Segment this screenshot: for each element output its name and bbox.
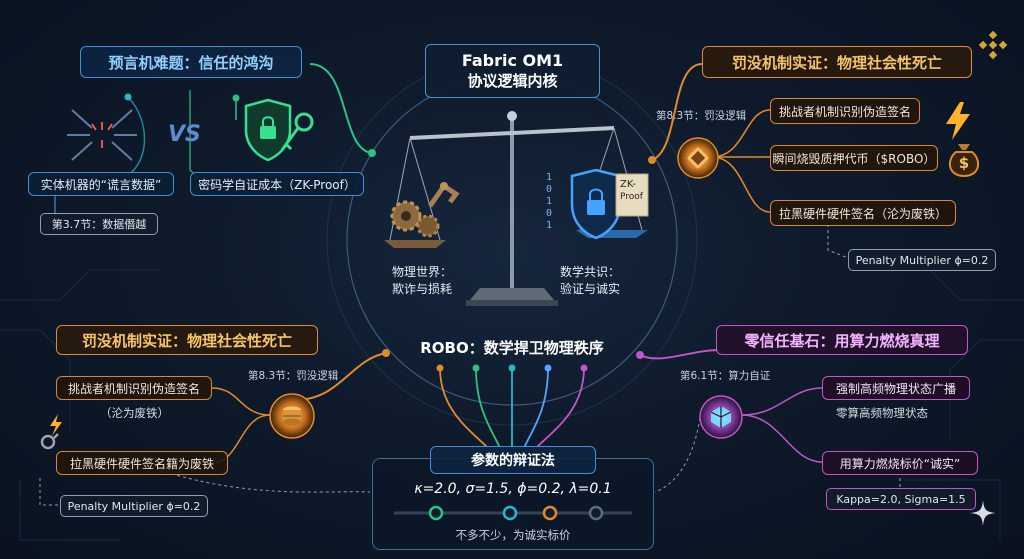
lightning-icon xyxy=(942,100,974,142)
binary-digits: 1 0 1 0 1 xyxy=(546,172,552,232)
penalty-bottom-multiplier: Penalty Multiplier ϕ=0.2 xyxy=(60,495,208,517)
zk-proof-scroll-text-1: ZK- xyxy=(620,179,636,190)
zk-proof-scroll-text-2: Proof xyxy=(620,192,643,202)
penalty-top-multiplier: Penalty Multiplier ϕ=0.2 xyxy=(848,249,996,271)
cube-chip-icon xyxy=(698,394,744,440)
params-title: 参数的辩证法 xyxy=(430,446,596,474)
scale-left-label: 物理世界： 欺诈与损耗 xyxy=(392,264,452,298)
core-title-box: Fabric OM1 协议逻辑内核 xyxy=(425,44,600,98)
zero-trust-item-2: 用算力燃烧标价“诚实” xyxy=(822,451,978,475)
zero-trust-params: Kappa=2.0, Sigma=1.5 xyxy=(826,488,976,510)
penalty-top-title: 罚没机制实证：物理社会性死亡 xyxy=(702,46,972,78)
core-title-line2: 协议逻辑内核 xyxy=(467,71,557,91)
zero-trust-title: 零信任基石：用算力燃烧真理 xyxy=(716,325,968,355)
params-caption: 不多不少，为诚实标价 xyxy=(372,527,654,543)
penalty-bottom-item-2: 拉黑硬件硬件签名籍为废铁 xyxy=(56,451,228,475)
money-bag-icon: $ xyxy=(944,140,984,178)
shield-lock-icon xyxy=(542,168,654,250)
scale-right-label: 数学共识： 验证与诚实 xyxy=(560,264,620,298)
parameter-rays xyxy=(440,368,584,448)
money-bag-symbol: $ xyxy=(944,154,984,172)
zero-trust-item-1: 强制高频物理状态广播 xyxy=(822,376,970,400)
vs-label: VS xyxy=(168,122,201,147)
stack-coin-icon xyxy=(676,136,720,180)
penalty-top-item-3: 拉黑硬件硬件签名（沦为废铁） xyxy=(770,200,956,226)
brand-logo xyxy=(978,30,1008,60)
coin-stack-icon xyxy=(268,392,316,440)
penalty-bottom-item-1: 挑战者机制识别伪造签名 xyxy=(56,376,212,400)
oracle-right-label: 密码学自证成本（ZK-Proof） xyxy=(190,172,364,196)
core-title-line1: Fabric OM1 xyxy=(462,51,563,71)
penalty-bottom-section: 第8.3节：罚没逻辑 xyxy=(248,368,338,383)
penalty-top-item-1: 挑战者机制识别伪造签名 xyxy=(770,98,920,124)
oracle-left-label: 实体机器的“谎言数据” xyxy=(28,172,174,196)
zero-trust-section: 第6.1节：算力自证 xyxy=(680,368,770,383)
sparkle-icon xyxy=(968,498,998,528)
oracle-section-tag: 第3.7节：数据僭越 xyxy=(40,213,158,235)
oracle-title: 预言机难题：信任的鸿沟 xyxy=(80,46,302,78)
penalty-top-section: 第8.3节：罚没逻辑 xyxy=(656,108,746,123)
params-formula: κ=2.0, σ=1.5, ϕ=0.2, λ=0.1 xyxy=(372,481,654,497)
broken-link-icon xyxy=(62,100,142,170)
shield-key-icon xyxy=(238,98,328,168)
parameter-slider xyxy=(390,504,636,522)
penalty-bottom-item-1-note: （沦为废铁） xyxy=(100,405,169,421)
zero-trust-item-1-note: 零算高频物理状态 xyxy=(836,405,928,421)
penalty-top-item-2: 瞬间烧毁质押代币（$ROBO） xyxy=(770,145,938,171)
penalty-bottom-title: 罚没机制实证：物理社会性死亡 xyxy=(56,325,318,355)
broken-chain-icon xyxy=(36,412,72,452)
gears-robot-arm-icon xyxy=(384,176,464,246)
